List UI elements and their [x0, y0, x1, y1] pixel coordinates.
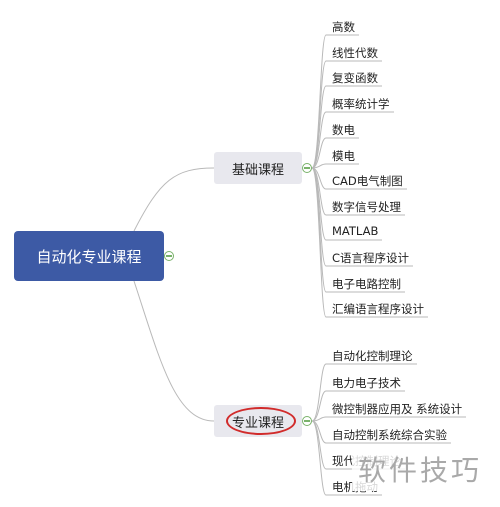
- basic-leaf-connector: [311, 137, 327, 169]
- leaf-basic-9[interactable]: MATLAB: [332, 224, 379, 238]
- branch-node-basic-courses[interactable]: 基础课程: [214, 152, 302, 184]
- watermark-text: 软件技巧: [352, 447, 489, 491]
- leaf-basic-1[interactable]: 高数: [332, 20, 355, 34]
- leaf-basic-12[interactable]: 汇编语言程序设计: [332, 302, 424, 316]
- branch-major-collapse-icon[interactable]: [302, 416, 312, 426]
- leaf-basic-11[interactable]: 电子电路控制: [332, 277, 401, 291]
- leaf-basic-6[interactable]: 模电: [332, 149, 355, 163]
- highlight-circle: [226, 407, 296, 435]
- leaf-basic-8[interactable]: 数字信号处理: [332, 200, 401, 214]
- major-leaf-connector: [311, 420, 327, 470]
- leaf-major-1[interactable]: 自动化控制理论: [332, 349, 413, 363]
- major-leaf-connector: [311, 390, 327, 422]
- leaf-underlines: [326, 34, 466, 496]
- root-collapse-icon[interactable]: [164, 251, 174, 261]
- leaf-major-3[interactable]: 微控制器应用及 系统设计: [332, 402, 463, 416]
- branch-node-label: 基础课程: [231, 162, 284, 178]
- leaf-major-2[interactable]: 电力电子技术: [332, 376, 401, 390]
- basic-leaf-connector: [311, 111, 327, 169]
- leaf-basic-4[interactable]: 概率统计学: [332, 97, 390, 111]
- root-to-major-connector: [133, 280, 215, 422]
- branch-basic-collapse-icon[interactable]: [302, 163, 312, 173]
- root-node[interactable]: 自动化专业课程: [14, 231, 164, 281]
- leaf-basic-5[interactable]: 数电: [332, 123, 355, 137]
- connector-lines: [133, 34, 327, 496]
- leaf-basic-7[interactable]: CAD电气制图: [332, 174, 403, 188]
- leaf-basic-3[interactable]: 复变函数: [332, 71, 378, 85]
- leaf-basic-2[interactable]: 线性代数: [332, 46, 378, 60]
- root-node-label: 自动化专业课程: [36, 247, 142, 266]
- basic-leaf-connector: [311, 167, 327, 318]
- root-to-basic-connector: [133, 167, 215, 232]
- leaf-basic-10[interactable]: C语言程序设计: [332, 251, 410, 265]
- leaf-major-4[interactable]: 自动控制系统综合实验: [332, 428, 447, 442]
- major-leaf-connector: [311, 420, 327, 496]
- major-leaf-connector: [311, 363, 327, 422]
